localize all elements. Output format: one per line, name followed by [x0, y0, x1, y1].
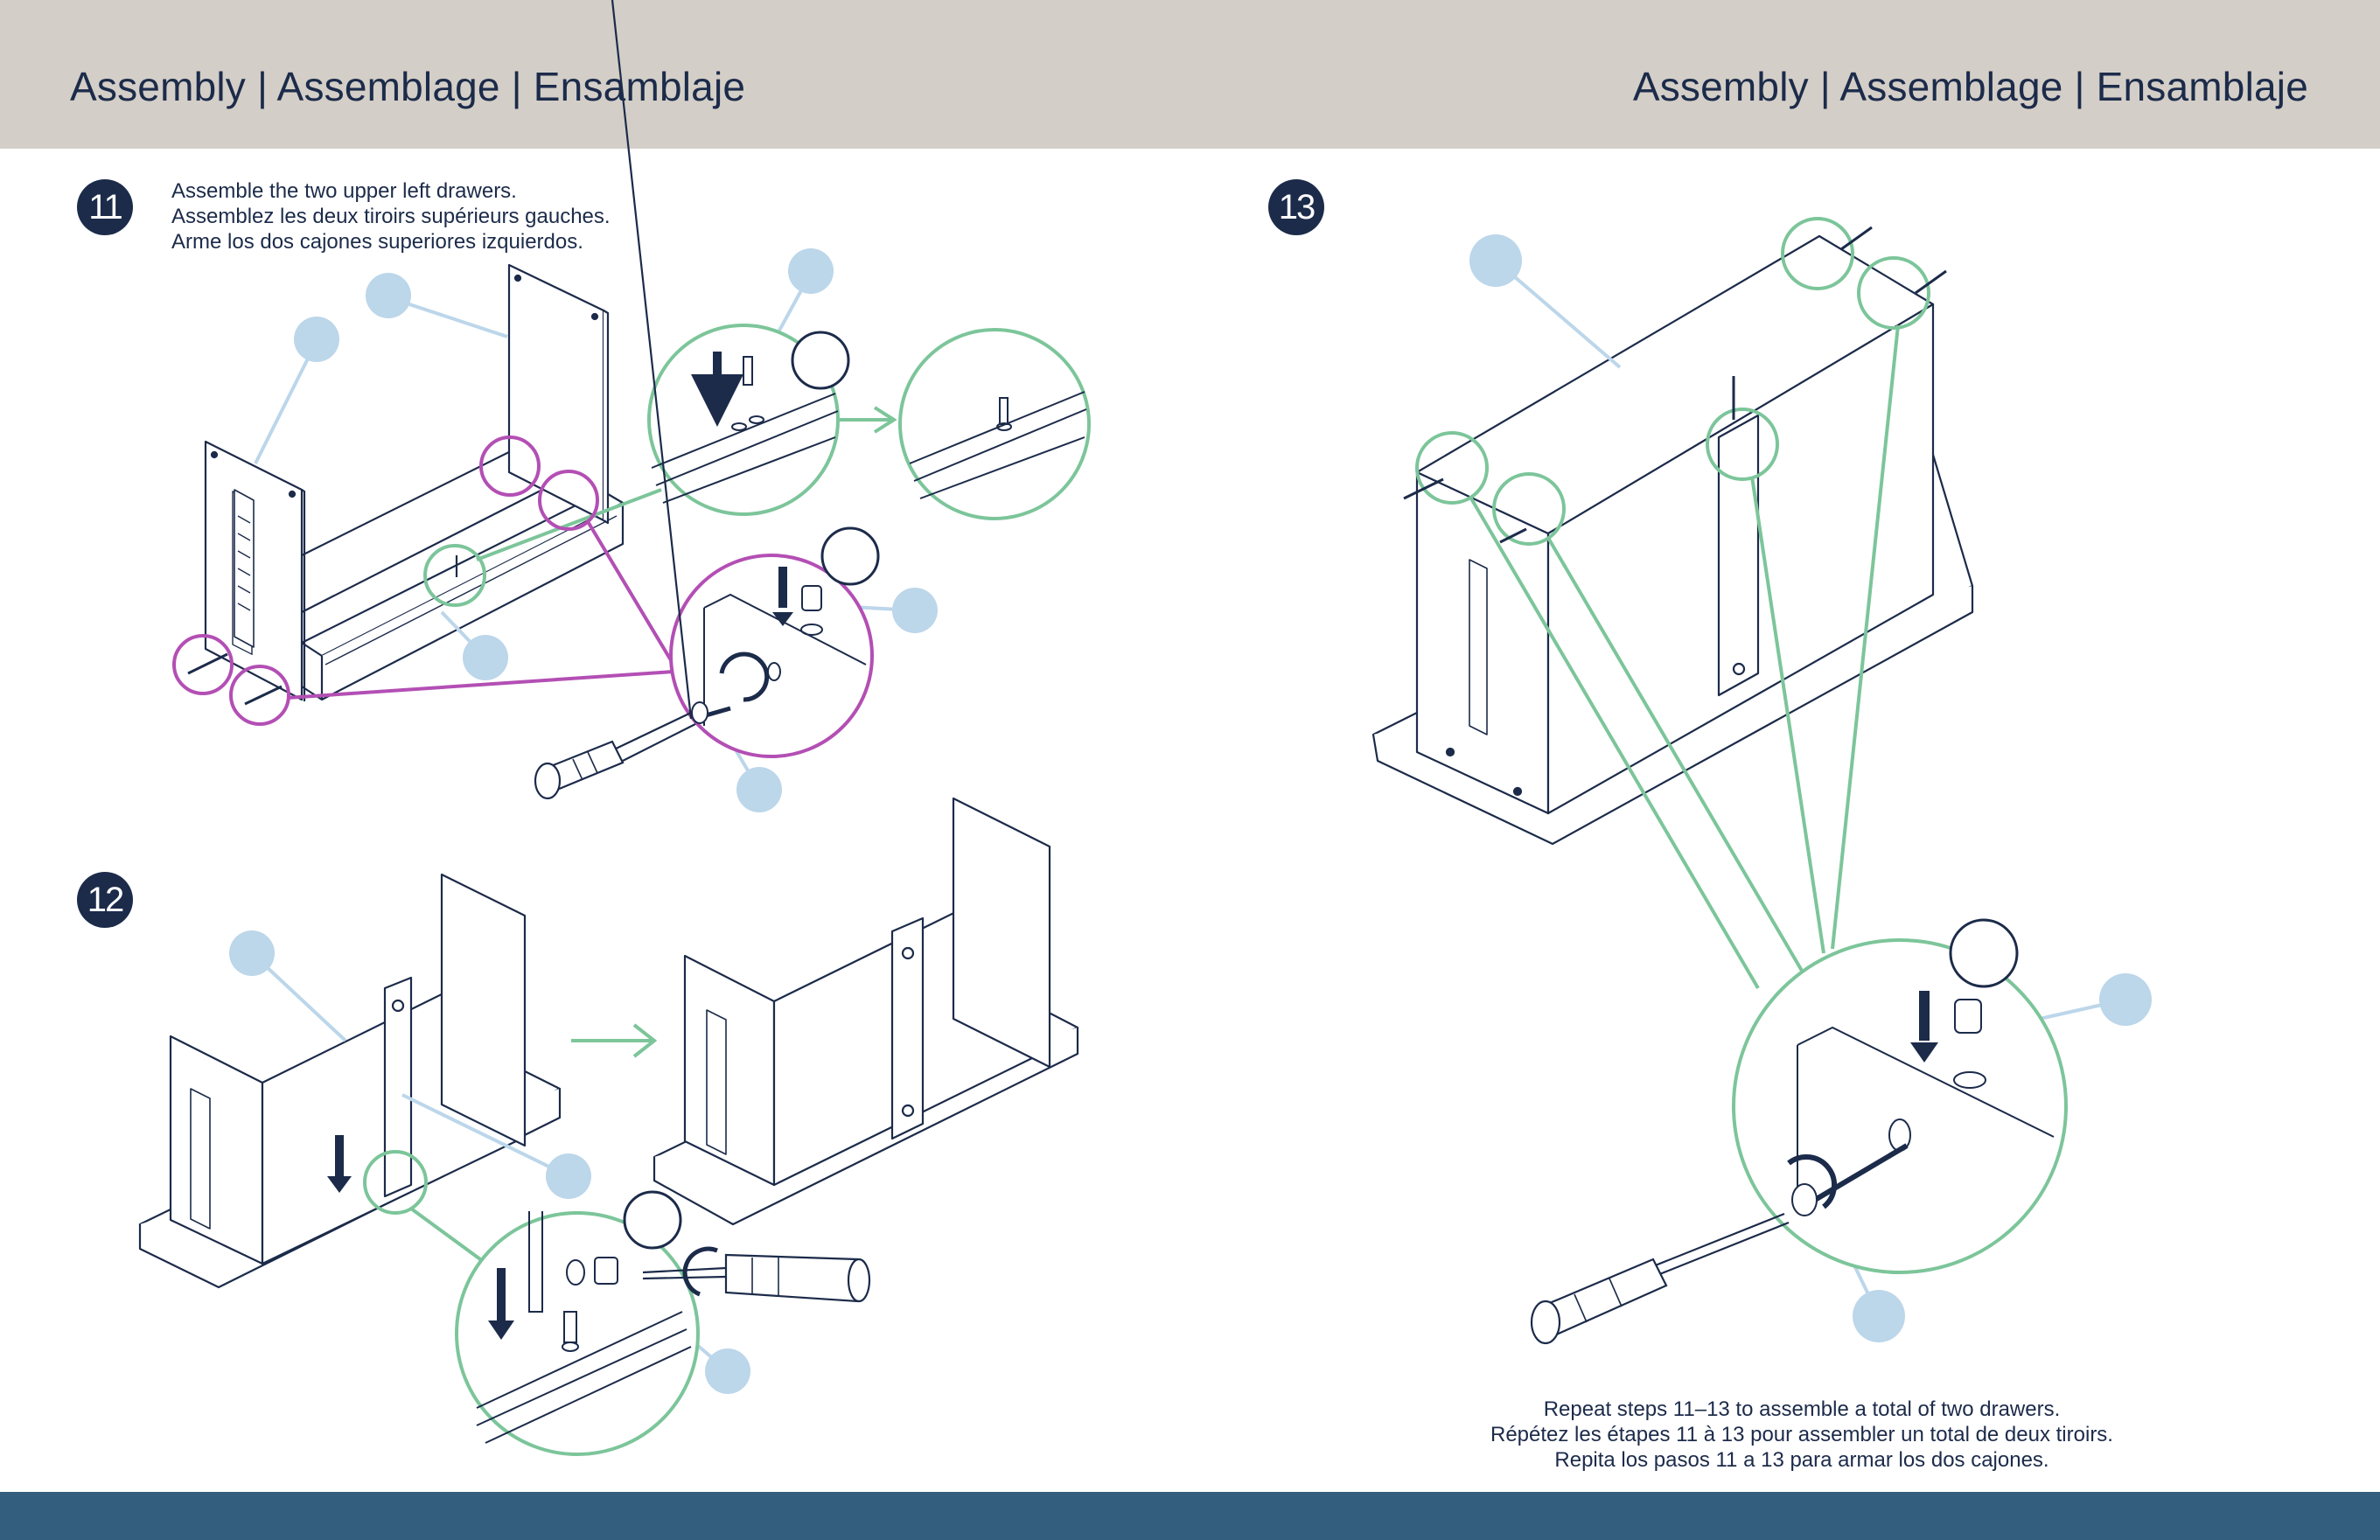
repeat-line-es: Repita los pasos 11 a 13 para armar los …: [1554, 1448, 2049, 1472]
step-12-drawing-right: [653, 797, 1079, 1226]
repeat-line-en: Repeat steps 11–13 to assemble a total o…: [1543, 1397, 2061, 1421]
instruction-line-fr: Assemblez les deux tiroirs supérieurs ga…: [171, 205, 611, 228]
step-13-badge: 13: [1268, 179, 1324, 235]
screwdriver-icon: [1530, 1212, 1790, 1345]
step-11-green-callouts: [423, 324, 1091, 607]
zoom-detail-dowel-insert: [651, 331, 850, 504]
arrow-right-icon: [571, 1023, 658, 1058]
zoom-detail-dowel-seated: [909, 391, 1087, 499]
zoom-detail-cam-lock: [691, 526, 880, 726]
step-11-part-labels: [254, 248, 938, 812]
instruction-line-es: Arme los dos cajones superiores izquierd…: [171, 230, 583, 254]
page-title-right: Assembly | Assemblage | Ensamblaje: [1632, 64, 2308, 109]
instruction-line-en: Assemble the two upper left drawers.: [171, 179, 517, 203]
step-11-drawing: [204, 263, 625, 701]
assembly-illustrations: [138, 0, 2152, 1456]
arrow-down-icon: [327, 1135, 352, 1193]
screwdriver-icon: [534, 0, 696, 800]
step-13-green-callouts: [1415, 217, 2068, 1274]
zoom-detail-cam-tighten: [476, 1190, 718, 1444]
step-12-badge: 12: [77, 872, 133, 928]
page-title-left: Assembly | Assemblage | Ensamblaje: [70, 64, 746, 109]
step-11-instructions: Assemble the two upper left drawers. Ass…: [171, 178, 611, 254]
repeat-note: Repeat steps 11–13 to assemble a total o…: [1364, 1397, 2239, 1473]
step-13-drawing: [1371, 234, 1974, 846]
page-header: Assembly | Assemblage | Ensamblaje Assem…: [0, 0, 2380, 149]
repeat-line-fr: Répétez les étapes 11 à 13 pour assemble…: [1490, 1423, 2113, 1446]
screwdriver-icon: [642, 1253, 871, 1303]
screw-icon: [1403, 226, 1947, 544]
screw-icon: [187, 652, 283, 706]
step-12-drawing-left: [138, 873, 562, 1289]
zoom-detail-cam-lock-13: [1787, 918, 2055, 1216]
page-footer: [0, 1492, 2380, 1540]
step-11-badge: 11: [77, 179, 133, 235]
